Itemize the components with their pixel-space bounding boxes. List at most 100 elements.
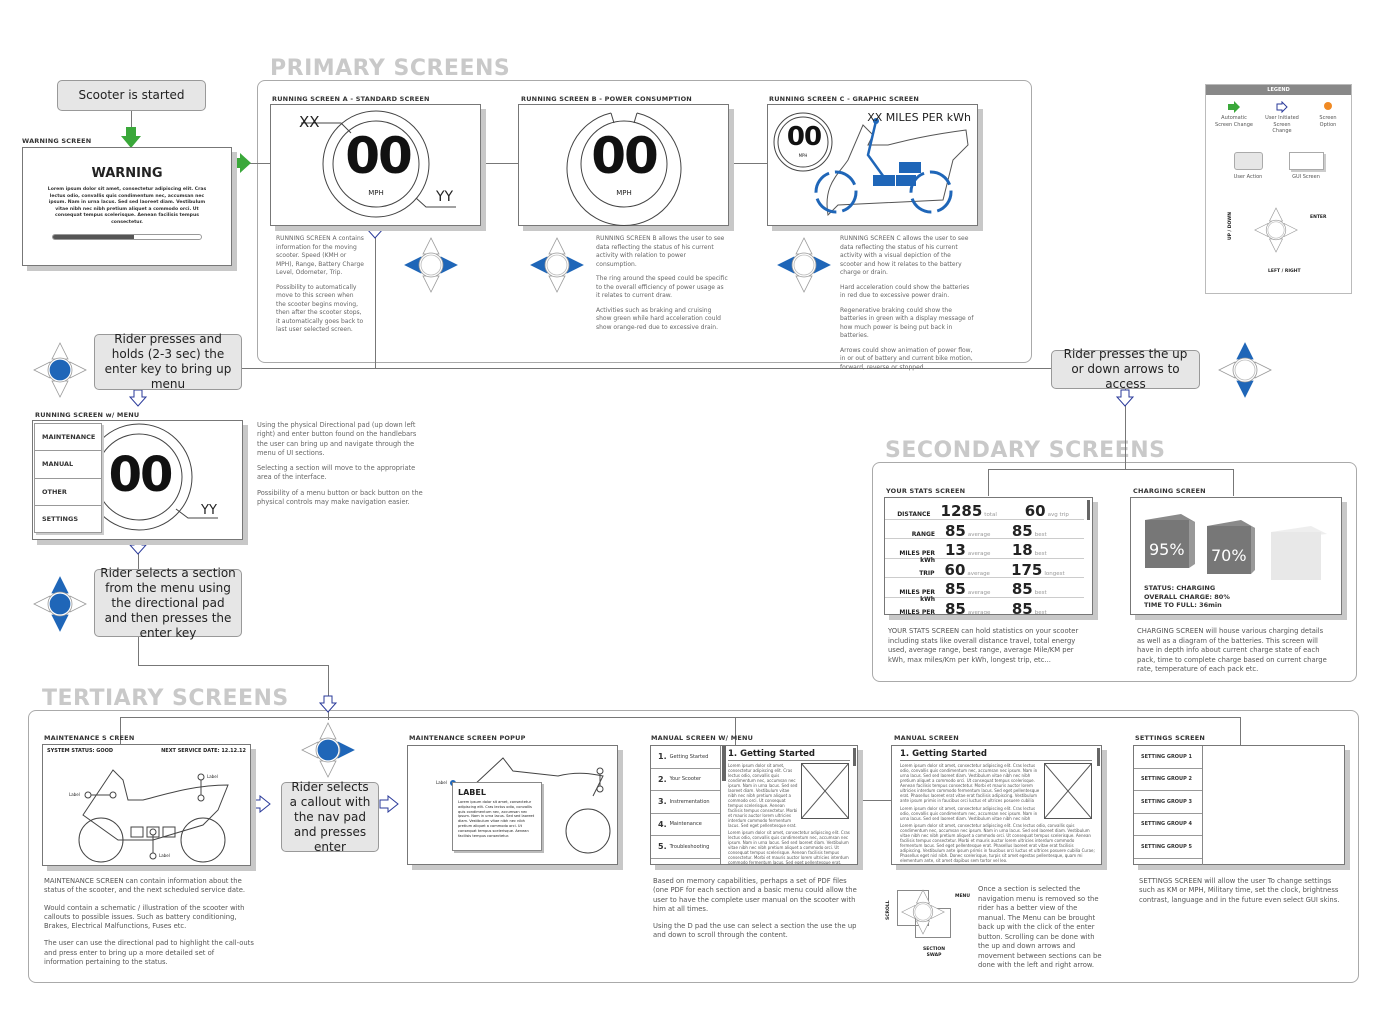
manual-menu-description: Based on memory capabilities, perhaps a …	[653, 877, 858, 949]
callout-label[interactable]: Label	[159, 853, 170, 858]
connector	[138, 665, 328, 666]
connector	[858, 800, 891, 801]
stat-unit: longest	[1044, 570, 1065, 577]
manual-text: Lorem ipsum dolor sit amet, consectetur …	[728, 763, 798, 828]
callout-label[interactable]: Label	[207, 774, 218, 779]
manual-menu-item[interactable]: 4.Maintenance	[651, 814, 720, 836]
stat-value: 1285	[940, 502, 983, 520]
pack-2-charge: 70%	[1211, 546, 1247, 565]
stat-value: 85	[1011, 580, 1033, 598]
legend-enter-label: ENTER	[1310, 215, 1327, 220]
charging-description: CHARGING SCREEN will house various charg…	[1137, 627, 1327, 673]
primary-screens-title: PRIMARY SCREENS	[270, 56, 511, 81]
popup-body: Lorem ipsum dolor sit amet, consectetur …	[458, 800, 535, 838]
manual-description: Once a section is selected the navigatio…	[978, 885, 1102, 969]
stat-label: MILES PER kWh	[899, 550, 935, 564]
description-paragraph: RUNNING SCREEN A contains information fo…	[276, 235, 364, 276]
connector	[1240, 717, 1241, 745]
settings-group-item[interactable]: SETTING GROUP 5	[1134, 836, 1202, 859]
manual-menu-item[interactable]: 2.Your Scooter	[651, 769, 720, 791]
settings-group-item[interactable]: SETTING GROUP 1	[1134, 746, 1202, 769]
stat-value: 85	[1011, 521, 1033, 540]
connector	[120, 717, 1240, 718]
auto-change-arrow-icon	[231, 153, 251, 173]
scrollbar[interactable]	[722, 746, 726, 781]
manual-menu-item[interactable]: 3.Instrementation	[651, 791, 720, 814]
item-title: Getting Started	[669, 753, 709, 760]
manual-heading: 1. Getting Started	[900, 749, 1092, 761]
battery-packs-icon	[1145, 514, 1327, 580]
manual-menu-item[interactable]: 5.Troubleshooting	[651, 836, 720, 859]
scrollbar[interactable]	[853, 748, 856, 766]
description-paragraph: The user can use the directional pad to …	[44, 939, 254, 967]
user-change-arrow-icon	[379, 795, 399, 813]
speed-unit: MPH	[798, 153, 808, 158]
settings-group-item[interactable]: SETTING GROUP 2	[1134, 769, 1202, 791]
stat-unit: total	[984, 512, 997, 518]
speed-value: 00	[591, 127, 659, 185]
scrollbar[interactable]	[1087, 500, 1090, 520]
menu-item-manual[interactable]: MANUAL	[35, 451, 101, 479]
manual-menu-item[interactable]: 1.Getting Started	[651, 746, 720, 769]
stat-label: RANGE	[911, 530, 935, 538]
menu-item-maintenance[interactable]: MAINTENANCE	[35, 424, 101, 452]
dpad-up-down	[1218, 342, 1272, 402]
popup-screen-label: MAINTENANCE SCREEN POPUP	[409, 734, 526, 742]
connector	[481, 163, 518, 164]
menu-item-other[interactable]: OTHER	[35, 479, 101, 506]
efficiency-ring-icon	[566, 112, 682, 226]
item-number: 1.	[658, 752, 667, 762]
manual-text: Lorem ipsum dolor sit amet, consectetur …	[900, 763, 1040, 803]
screen-option-dot-icon	[1324, 102, 1332, 110]
item-number: 2.	[658, 774, 667, 784]
stat-value: 13	[945, 541, 966, 559]
manual-text: Lorem ipsum dolor sit amet, consectetur …	[728, 830, 850, 864]
directional-pad-icon	[301, 722, 355, 778]
section-swap-label: SECTION SWAP	[923, 947, 945, 958]
settings-group-item[interactable]: SETTING GROUP 4	[1134, 814, 1202, 836]
description-paragraph: Activities such as braking and cruising …	[596, 306, 721, 331]
speed-unit: MPH	[368, 189, 384, 197]
description-paragraph: Based on memory capabilities, perhaps a …	[653, 877, 857, 913]
connector	[1125, 389, 1126, 469]
hold-enter-action: Rider presses and holds (2-3 sec) the en…	[94, 332, 242, 391]
settings-screen-label: SETTINGS SCREEN	[1135, 734, 1206, 742]
description-paragraph: RUNNING SCREEN C allows the user to see …	[840, 235, 969, 276]
legend-action-label: User Action	[1233, 174, 1263, 180]
stat-unit: average	[967, 590, 991, 596]
connector	[988, 469, 989, 496]
running-screen-a: XX 00 MPH YY	[270, 104, 481, 226]
legend-leftright-label: LEFT / RIGHT	[1268, 269, 1301, 274]
description-paragraph: Would contain a schematic / illustration…	[44, 903, 245, 931]
stat-unit: average	[967, 570, 990, 577]
description-paragraph: The ring around the speed could be speci…	[596, 275, 728, 299]
user-change-arrow-icon	[129, 389, 147, 407]
callout-label[interactable]: Label	[69, 792, 80, 797]
callout-label[interactable]: Label	[436, 780, 447, 785]
directional-pad-icon	[1254, 207, 1298, 253]
directional-pad-icon	[530, 237, 584, 293]
auto-change-arrow-icon	[1228, 101, 1240, 113]
stat-label: TRIP	[919, 569, 935, 577]
scooter-started-action: Scooter is started	[57, 80, 206, 111]
menu-item-settings[interactable]: SETTINGS	[42, 514, 79, 523]
stat-value: 60	[944, 560, 966, 579]
directional-pad-icon	[777, 237, 831, 293]
manual-text: Lorem ipsum dolor sit amet, consectetur …	[900, 806, 1038, 821]
dpad-left-right	[404, 237, 458, 297]
speed-ring-icon	[301, 110, 456, 218]
select-callout-action: Rider selects a callout with the nav pad…	[281, 780, 379, 854]
image-placeholder-icon	[801, 763, 849, 819]
manual-screen: 1. Getting Started Lorem ipsum dolor sit…	[891, 745, 1102, 865]
image-placeholder-icon	[1044, 763, 1092, 819]
settings-group-item[interactable]: SETTING GROUP 3	[1134, 791, 1202, 814]
legend-action-swatch	[1234, 152, 1263, 170]
scrollbar[interactable]	[1097, 748, 1100, 766]
